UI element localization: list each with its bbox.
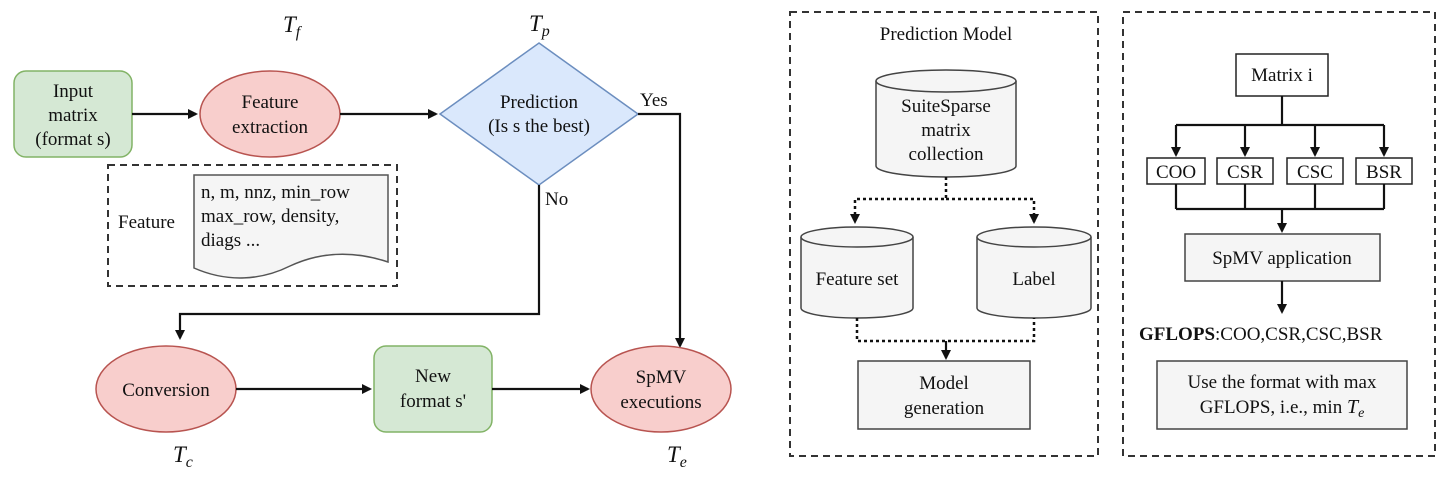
spmv-line-1: SpMV (636, 367, 687, 388)
conversion-node: Conversion (95, 345, 237, 433)
conversion-label: Conversion (122, 380, 210, 401)
format-csc: CSC (1286, 157, 1344, 185)
dotted-merge-line (855, 318, 1036, 343)
label-db-label: Label (1012, 269, 1055, 290)
label-db: Label (976, 226, 1092, 319)
gflops-result: GFLOPS:COO,CSR,CSC,BSR (1139, 324, 1383, 345)
svg-text:GFLOPS:COO,CSR,CSC,BSR: GFLOPS:COO,CSR,CSC,BSR (1139, 324, 1383, 345)
collection-line-1: SuiteSparse (901, 96, 991, 117)
feature-list-line-2: max_row, density, (201, 206, 339, 227)
feature-list-line-3: diags ... (201, 230, 260, 251)
new-format-line-1: New (415, 366, 451, 387)
time-symbol-tf: Tf (283, 12, 303, 41)
dotted-arrow-to-label (946, 197, 1039, 224)
use-format-line-1: Use the format with max (1188, 372, 1377, 393)
model-generation-line-1: Model (919, 373, 969, 394)
svg-text:Te: Te (667, 442, 687, 471)
input-matrix-node: Input matrix (format s) (13, 70, 133, 158)
svg-text:CSR: CSR (1227, 162, 1263, 183)
suitesparse-collection-db: SuiteSparse matrix collection (875, 69, 1017, 178)
input-line-2: matrix (48, 105, 98, 126)
merge-lines (1174, 184, 1386, 211)
prediction-model-panel: Prediction Model SuiteSparse matrix coll… (789, 11, 1099, 457)
feature-extraction-node: Feature extraction (199, 70, 341, 158)
format-bsr: BSR (1355, 157, 1413, 185)
spmv-application-node: SpMV application (1184, 233, 1381, 282)
collection-line-3: collection (909, 144, 984, 165)
spmv-line-2: executions (620, 392, 701, 413)
matrix-i-label: Matrix i (1251, 65, 1313, 86)
new-format-node: New format s' (373, 345, 493, 433)
svg-text:CSC: CSC (1297, 162, 1333, 183)
model-generation-node: Model generation (857, 360, 1031, 430)
feature-label: Feature (118, 212, 175, 233)
input-line-3: (format s) (35, 129, 110, 150)
prediction-node: Prediction (Is s the best) (438, 42, 640, 186)
time-symbol-tc: Tc (173, 442, 193, 471)
svg-text:BSR: BSR (1366, 162, 1402, 183)
feature-list-line-1: n, m, nnz, min_row (201, 182, 350, 203)
yes-label: Yes (640, 90, 668, 111)
format-csr: CSR (1216, 157, 1274, 185)
input-line-1: Input (53, 81, 94, 102)
arrow-no-to-conversion (175, 185, 541, 340)
extraction-line-1: Feature (242, 92, 299, 113)
flow-section: Input matrix (format s) Feature extracti… (13, 11, 732, 471)
arrow-yes-to-spmv (638, 112, 685, 348)
application-label: SpMV application (1212, 248, 1352, 269)
use-format-line-2: GFLOPS, i.e., min Te (1200, 396, 1365, 421)
spmv-node: SpMV executions (590, 345, 732, 433)
dotted-arrow-to-feature-set (850, 177, 948, 224)
svg-text:COO: COO (1156, 162, 1196, 183)
svg-text:Tf: Tf (283, 12, 303, 41)
use-format-node: Use the format with max GFLOPS, i.e., mi… (1156, 360, 1408, 430)
prediction-model-title: Prediction Model (880, 24, 1012, 45)
extraction-line-2: extraction (232, 117, 308, 138)
collection-line-2: matrix (921, 120, 971, 141)
prediction-line-1: Prediction (500, 92, 579, 113)
model-generation-line-2: generation (904, 398, 985, 419)
no-label: No (545, 189, 568, 210)
matrix-i-node: Matrix i (1235, 53, 1329, 97)
format-coo: COO (1146, 157, 1206, 185)
time-symbol-te: Te (667, 442, 687, 471)
feature-box: Feature n, m, nnz, min_row max_row, dens… (107, 164, 398, 287)
svg-text:Tc: Tc (173, 442, 193, 471)
time-symbol-tp: Tp (529, 11, 550, 40)
prediction-line-2: (Is s the best) (488, 116, 590, 137)
feature-set-db: Feature set (800, 226, 914, 319)
feature-set-label: Feature set (816, 269, 900, 290)
new-format-line-2: format s' (400, 391, 466, 412)
svg-text:Tp: Tp (529, 11, 550, 40)
format-selection-panel: Matrix i COO CSR CSC BSR (1122, 11, 1436, 457)
